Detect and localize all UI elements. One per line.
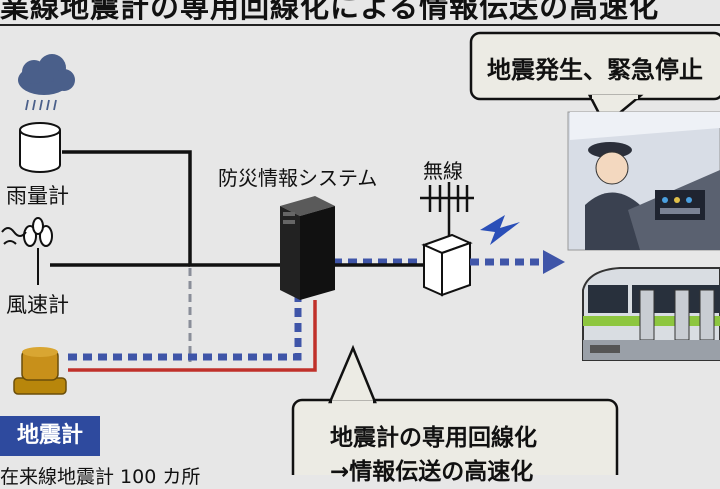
server-icon (280, 196, 335, 300)
train-image (582, 267, 720, 361)
footnote: 在来線地震計 100 カ所 (0, 466, 201, 488)
title-underline (0, 24, 720, 26)
callout-top-text: 地震発生、緊急停止 (487, 56, 703, 84)
sensor-lines (50, 150, 285, 267)
antenna-icon (420, 182, 474, 238)
callout-bottom-line2: →情報伝送の高速化 (330, 459, 534, 485)
dedicated-line-red (68, 300, 317, 372)
page-title: 業線地震計の専用回線化による情報伝送の高速化 (0, 0, 660, 24)
seismometer-tag: 地震計 (0, 416, 100, 456)
seismometer-icon (13, 347, 67, 395)
rain-gauge-label: 雨量計 (6, 184, 69, 208)
wind-gauge-label: 風速計 (6, 293, 69, 317)
anemometer-icon (1, 217, 53, 285)
cloud-rain-icon (18, 54, 75, 111)
rain-gauge-icon (19, 122, 61, 173)
arrow-head (543, 250, 565, 274)
radio-unit-icon (421, 233, 473, 297)
system-label: 防災情報システム (218, 166, 378, 190)
train-driver-image (567, 111, 720, 251)
callout-bottom-line1: 地震計の専用回線化 (330, 425, 537, 451)
callout-bottom-bubble (291, 344, 619, 475)
lightning-icon (480, 215, 520, 245)
wireless-label: 無線 (423, 159, 463, 183)
diagram-canvas (1, 31, 720, 475)
dedicated-line-dotted (68, 258, 430, 361)
